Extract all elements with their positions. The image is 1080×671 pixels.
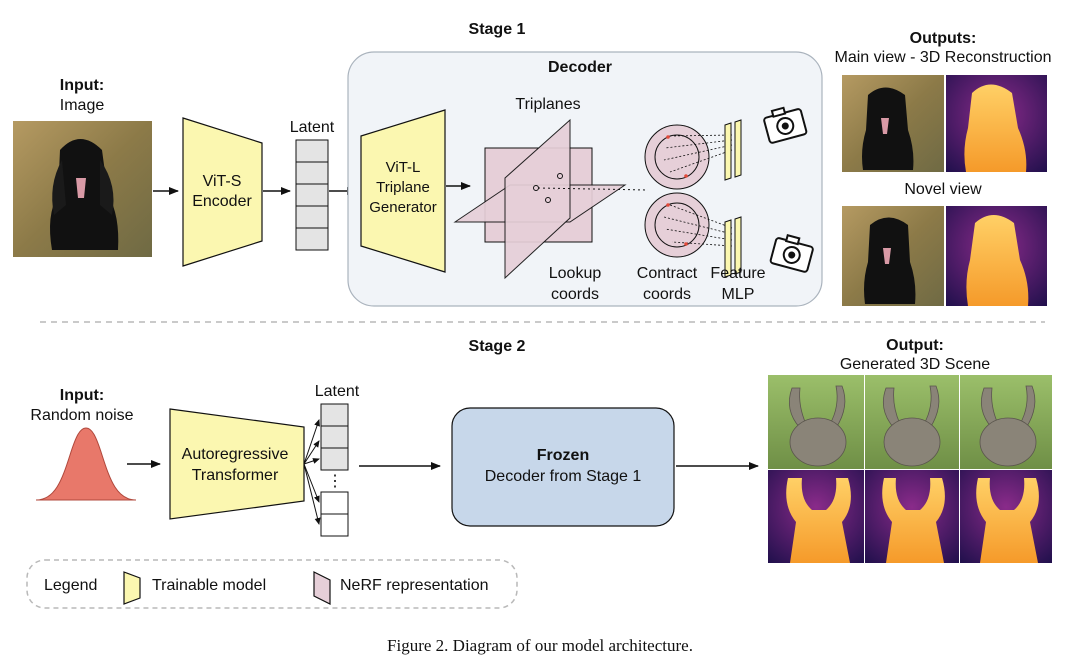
ray-to-contract xyxy=(537,187,649,191)
contract-circles xyxy=(644,124,733,258)
feature-label-line2: MLP xyxy=(722,286,755,303)
autoregressive-arrows xyxy=(303,419,321,525)
legend-box xyxy=(26,559,518,609)
stage1-title: Stage 1 xyxy=(469,21,526,38)
input-dog-image xyxy=(13,121,152,257)
camera-icon xyxy=(763,106,808,144)
transformer-label-line1: Autoregressive xyxy=(182,446,289,463)
output-label: Generated 3D Scene xyxy=(840,356,990,373)
legend-trainable-label: Trainable model xyxy=(152,577,266,594)
random-noise-gaussian xyxy=(35,427,137,501)
stage1-latent-stack xyxy=(295,139,329,251)
figure-caption: Figure 2. Diagram of our model architect… xyxy=(387,636,693,655)
legend-trainable-swatch xyxy=(123,571,141,605)
triplanes-shape xyxy=(453,118,627,280)
architecture-diagram: Stage 1 Input: Image ViT-S Encoder Laten… xyxy=(13,21,1052,609)
frozen-label: Decoder from Stage 1 xyxy=(485,468,642,485)
output-title: Output: xyxy=(886,337,944,354)
stage2-latent-label: Latent xyxy=(315,383,360,400)
generator-label-line2: Triplane xyxy=(376,179,430,196)
triplanes-label: Triplanes xyxy=(515,96,580,113)
frozen-decoder-box xyxy=(451,407,675,527)
vit-s-encoder xyxy=(182,117,263,267)
stage2-input-label: Random noise xyxy=(30,407,133,424)
generated-rgb-images xyxy=(768,375,1052,469)
novel-view-depth-image xyxy=(946,206,1047,306)
camera-icon xyxy=(769,234,814,273)
main-view-label: Main view - 3D Reconstruction xyxy=(835,49,1052,66)
legend-nerf-label: NeRF representation xyxy=(340,577,489,594)
frozen-title: Frozen xyxy=(537,447,589,464)
legend-title: Legend xyxy=(44,577,97,594)
autoregressive-transformer xyxy=(169,408,305,520)
novel-view-label: Novel view xyxy=(904,181,982,198)
encoder-label-line1: ViT-S xyxy=(203,173,242,190)
outputs-title: Outputs: xyxy=(910,30,977,47)
main-view-rgb-image xyxy=(842,75,944,172)
generator-label-line3: Generator xyxy=(369,199,437,216)
stage2-input-title: Input: xyxy=(60,387,104,404)
feature-label-line1: Feature xyxy=(710,265,765,282)
legend-nerf-swatch xyxy=(313,571,331,605)
stage2-title: Stage 2 xyxy=(469,338,526,355)
novel-view-rgb-image xyxy=(842,206,944,306)
feature-mlp xyxy=(724,119,742,278)
main-view-depth-image xyxy=(946,75,1047,172)
stage1-latent-label: Latent xyxy=(290,119,335,136)
vit-l-triplane-generator xyxy=(360,109,446,273)
decoder-title: Decoder xyxy=(548,59,612,76)
stage1-input-label: Image xyxy=(60,97,105,114)
generated-depth-images xyxy=(768,470,1052,563)
stage1-input-title: Input: xyxy=(60,77,104,94)
stage2-latent-stack xyxy=(320,403,349,537)
lookup-label-line1: Lookup xyxy=(549,265,602,282)
latent-ellipsis: ⋮ xyxy=(327,473,343,490)
encoder-label-line2: Encoder xyxy=(192,193,252,210)
contract-label-line2: coords xyxy=(643,286,691,303)
lookup-label-line2: coords xyxy=(551,286,599,303)
transformer-label-line2: Transformer xyxy=(192,467,279,484)
contract-label-line1: Contract xyxy=(637,265,698,282)
generator-label-line1: ViT-L xyxy=(386,159,421,176)
